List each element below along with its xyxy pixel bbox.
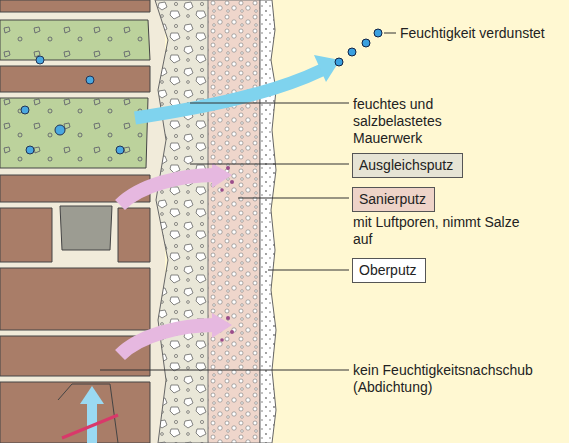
callout-label: mit Luftporen, nimmt Salze auf [353, 214, 523, 248]
legend-box: Sanierputz [352, 187, 435, 212]
box-text: Oberputz [359, 262, 419, 279]
callout-label: feuchtes und salzbelastetes Mauerwerk [353, 96, 468, 147]
callout-label: Feuchtigkeit verdunstet [400, 25, 560, 42]
legend-box: Ausgleichsputz [352, 153, 463, 178]
callout-label: kein Feuchtigkeitsnachschub (Abdichtung) [353, 362, 558, 396]
legend-box: Oberputz [352, 258, 426, 283]
box-text: Ausgleichsputz [359, 157, 456, 174]
box-text: Sanierputz [359, 191, 428, 208]
